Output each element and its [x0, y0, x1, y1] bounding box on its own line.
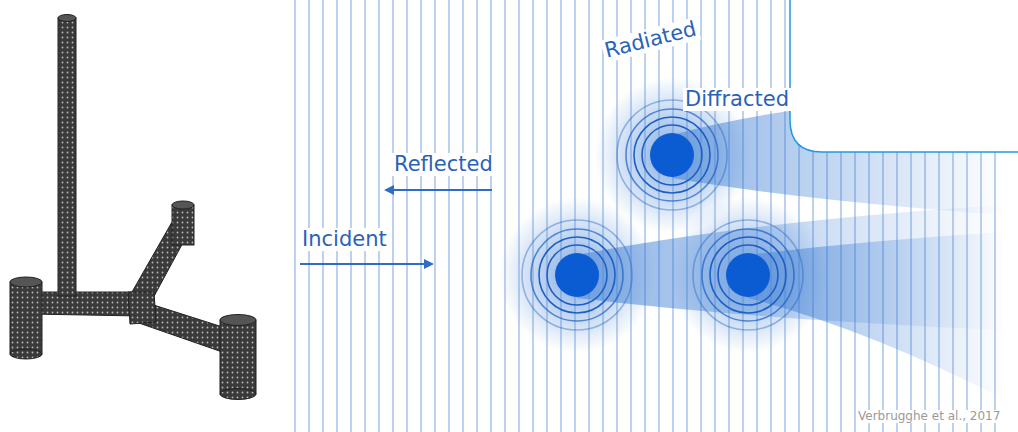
wave-label: Diffracted — [683, 88, 791, 111]
credit-note: Verbrugghe et al., 2017 — [856, 410, 1002, 423]
wave-label: Incident — [300, 228, 389, 251]
wave-label: Reflected — [392, 153, 495, 176]
